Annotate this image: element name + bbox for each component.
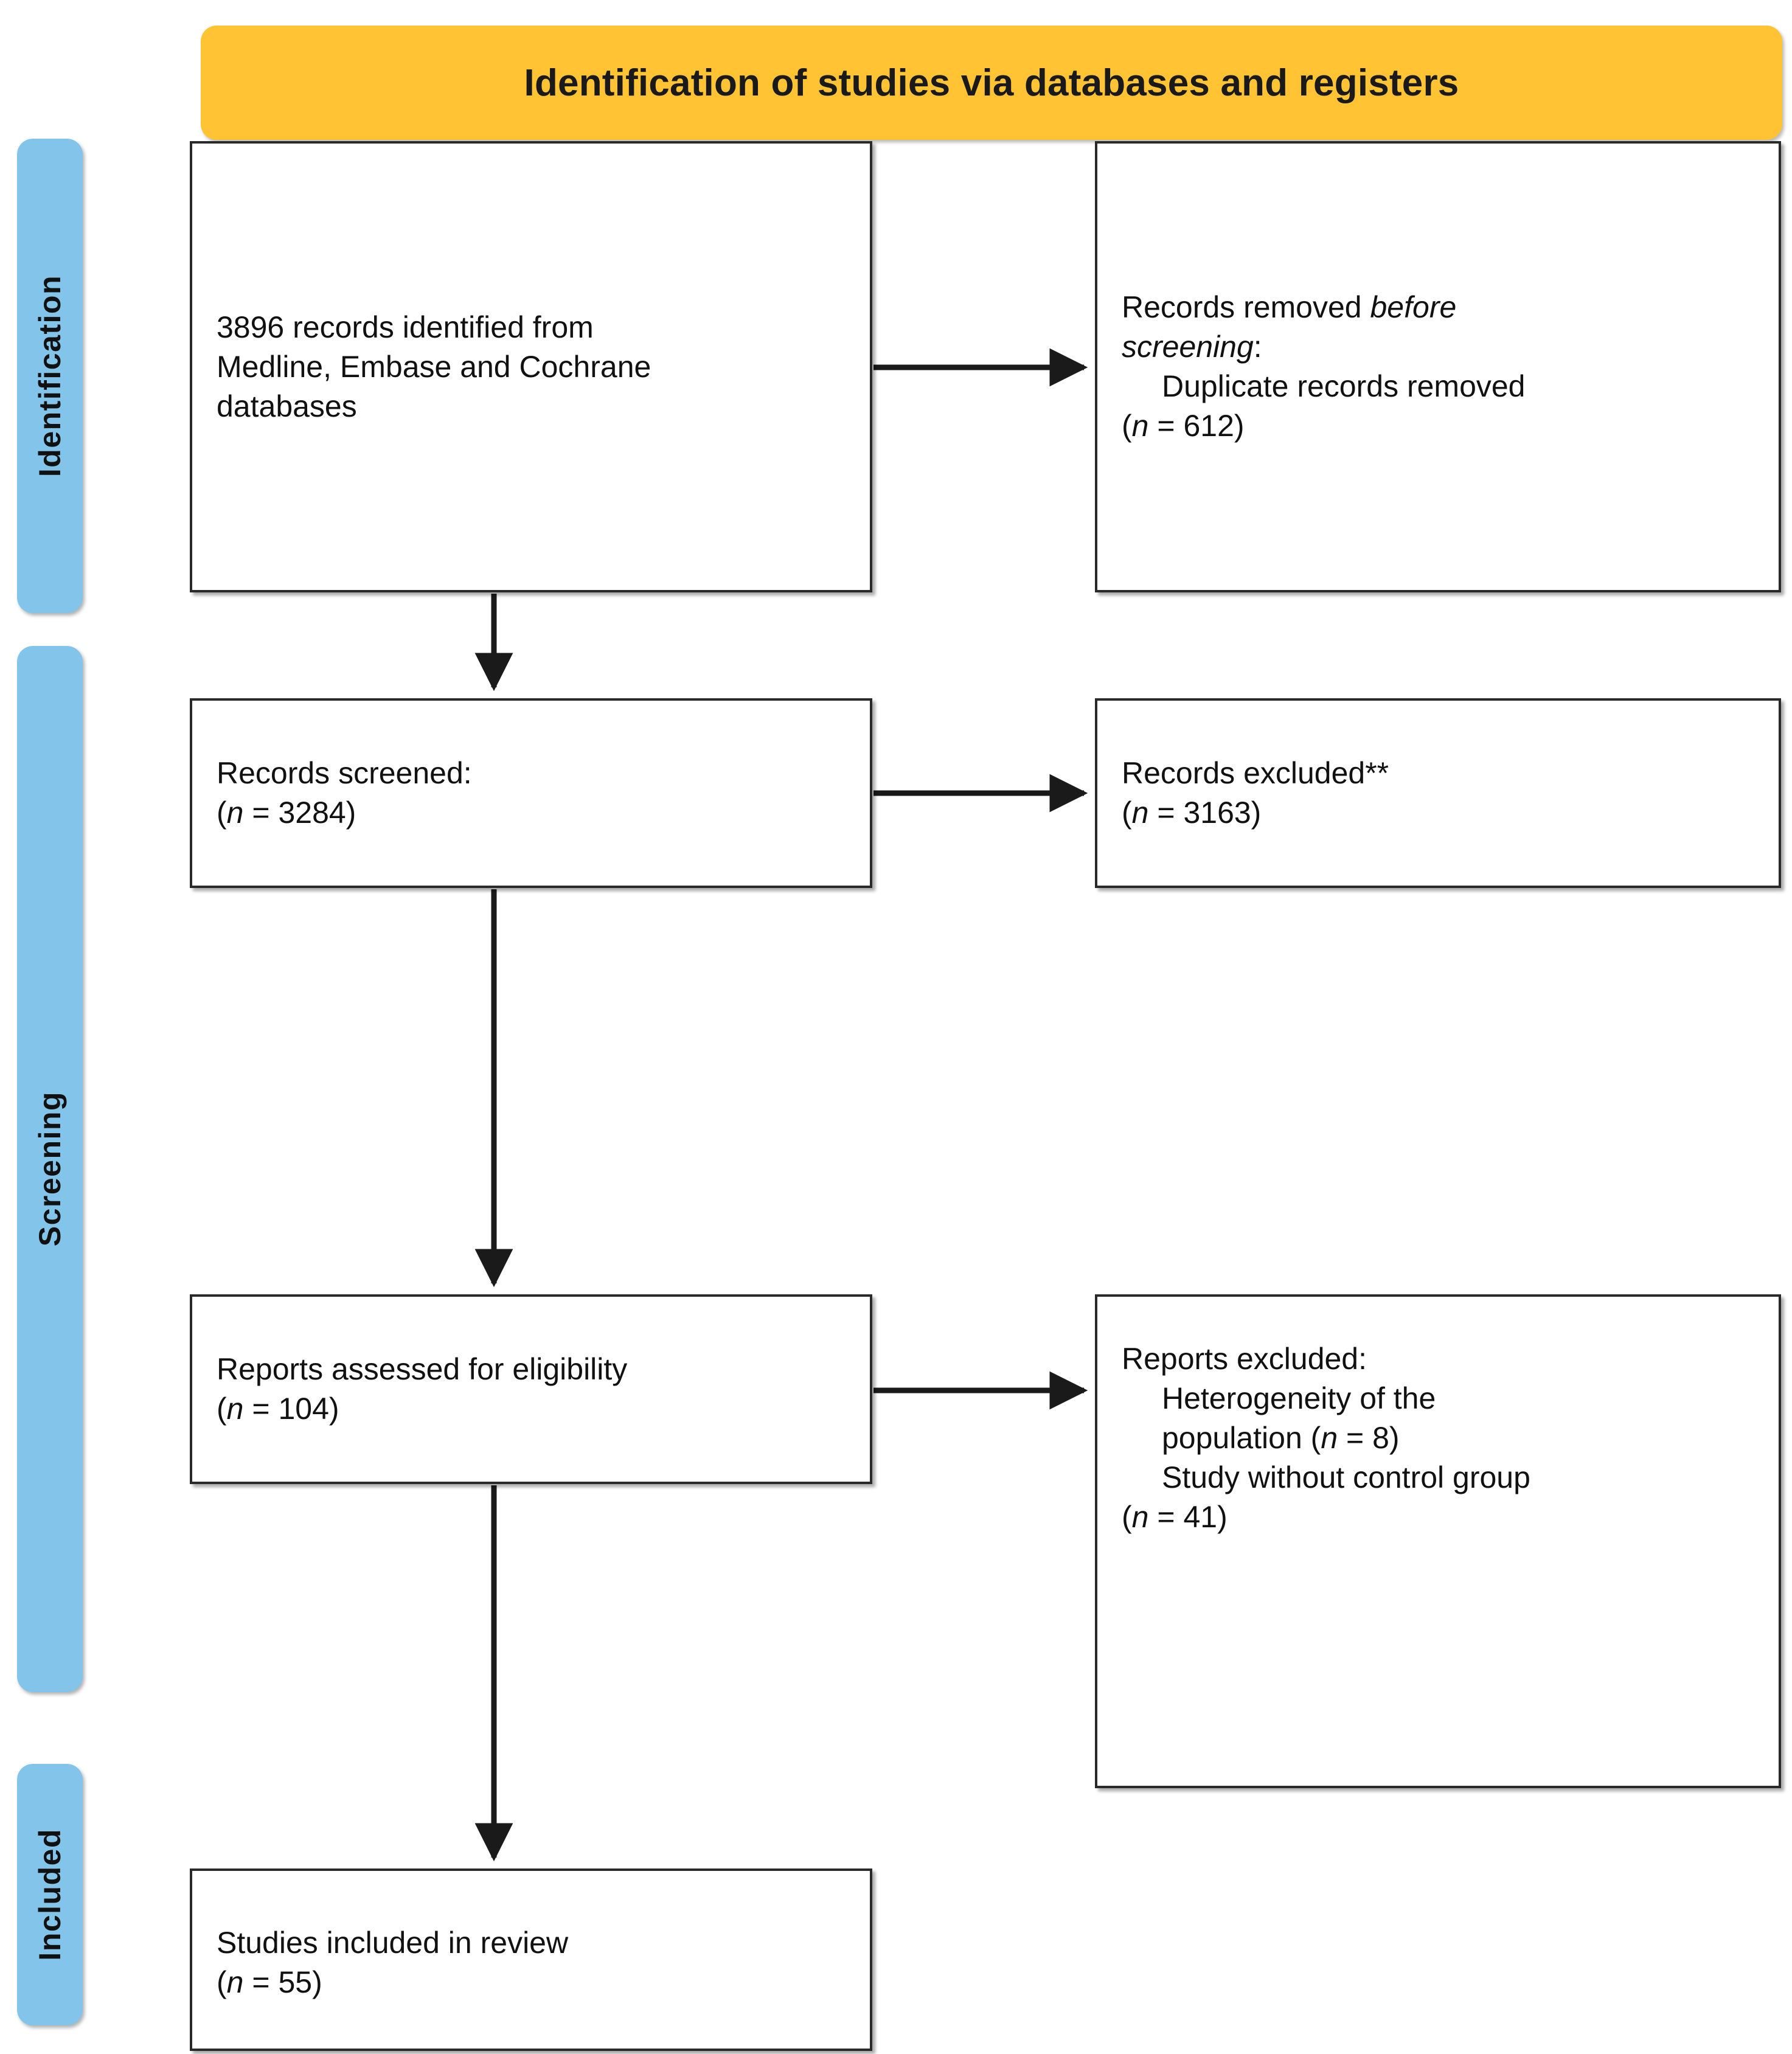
box-reports-assessed-eligibility: Reports assessed for eligibility (n = 10… (190, 1294, 872, 1484)
reports-excluded-line1: Reports excluded: (1122, 1342, 1367, 1376)
records-screened-line2: (n = 3284) (217, 793, 846, 833)
reports-excluded-line3-rest: = 8) (1338, 1421, 1400, 1455)
phase-label-identification: Identification (17, 139, 83, 613)
records-excluded-line2: (n = 3163) (1122, 793, 1754, 833)
reports-excluded-line5-open: ( (1122, 1500, 1132, 1534)
records-screened-line2-rest: = 3284) (243, 796, 356, 830)
phase-label-screening: Screening (17, 646, 83, 1692)
eligibility-line2-var: n (226, 1392, 244, 1426)
box-records-screened: Records screened: (n = 3284) (190, 698, 872, 888)
records-removed-line2-italic: screening (1122, 330, 1254, 364)
reports-excluded-line5-rest: = 41) (1148, 1500, 1228, 1534)
records-removed-line4-rest: = 612) (1148, 409, 1245, 443)
box-studies-included: Studies included in review (n = 55) (190, 1868, 872, 2051)
reports-excluded-line5: (n = 41) (1122, 1497, 1754, 1537)
records-screened-line2-var: n (226, 796, 244, 830)
records-removed-line1-prefix: Records removed (1122, 290, 1370, 324)
records-identified-line1: 3896 records identified from (217, 310, 594, 344)
reports-excluded-line3-var: n (1321, 1421, 1338, 1455)
reports-excluded-line5-var: n (1131, 1500, 1149, 1534)
records-identified-line3: databases (217, 389, 357, 423)
records-removed-line2-suffix: : (1253, 330, 1262, 364)
included-line2-var: n (226, 1965, 244, 1999)
eligibility-line2: (n = 104) (217, 1389, 846, 1429)
included-line2: (n = 55) (217, 1963, 846, 2002)
phase-label-identification-text: Identification (33, 274, 67, 477)
records-removed-line4-open: ( (1122, 409, 1132, 443)
phase-label-included-text: Included (33, 1828, 67, 1961)
box-records-removed: Records removed before screening: Duplic… (1095, 141, 1781, 592)
reports-excluded-line2: Heterogeneity of the (1162, 1381, 1436, 1415)
records-identified-line2: Medline, Embase and Cochrane (217, 349, 651, 384)
records-removed-line4: (n = 612) (1122, 406, 1754, 446)
reports-excluded-line3: population (n = 8) (1122, 1418, 1754, 1458)
records-removed-line1: Records removed before (1122, 288, 1754, 327)
included-line2-rest: = 55) (243, 1965, 322, 1999)
reports-excluded-line4: Study without control group (1162, 1460, 1530, 1494)
header-banner: Identification of studies via databases … (201, 26, 1782, 140)
records-removed-line4-var: n (1131, 409, 1149, 443)
phase-label-screening-text: Screening (33, 1091, 67, 1247)
records-removed-line3: Duplicate records removed (1162, 369, 1526, 403)
records-removed-line1-italic: before (1370, 290, 1457, 324)
eligibility-line1: Reports assessed for eligibility (217, 1352, 628, 1386)
eligibility-line2-rest: = 104) (243, 1392, 339, 1426)
records-excluded-line2-open: ( (1122, 796, 1132, 830)
records-screened-line2-open: ( (217, 796, 227, 830)
records-screened-line1: Records screened: (217, 756, 472, 790)
records-excluded-line1: Records excluded** (1122, 756, 1389, 790)
phase-label-included: Included (17, 1764, 83, 2025)
box-records-excluded: Records excluded** (n = 3163) (1095, 698, 1781, 888)
banner-title: Identification of studies via databases … (524, 61, 1459, 104)
eligibility-line2-open: ( (217, 1392, 227, 1426)
records-excluded-line2-var: n (1131, 796, 1149, 830)
records-excluded-line2-rest: = 3163) (1148, 796, 1262, 830)
box-reports-excluded: Reports excluded: Heterogeneity of the p… (1095, 1294, 1781, 1788)
box-records-identified: 3896 records identified from Medline, Em… (190, 141, 872, 592)
reports-excluded-line3-prefix: population ( (1162, 1421, 1321, 1455)
included-line1: Studies included in review (217, 1926, 569, 1960)
records-removed-line2: screening: (1122, 327, 1754, 367)
included-line2-open: ( (217, 1965, 227, 1999)
